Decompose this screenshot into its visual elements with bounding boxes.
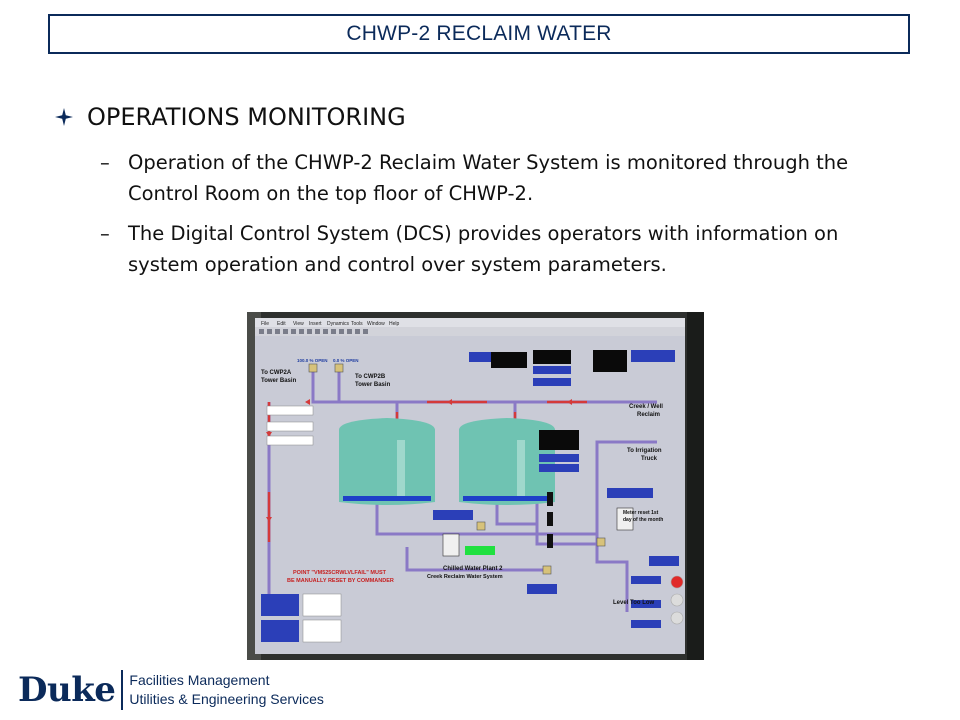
screen-label: 100.0 % OPEN (297, 358, 328, 363)
status-box[interactable] (533, 350, 571, 364)
status-box[interactable] (433, 510, 473, 520)
status-box-group[interactable] (261, 350, 679, 643)
menu-item[interactable]: Edit (277, 321, 286, 327)
slide-title-text: CHWP-2 RECLAIM WATER (346, 22, 612, 45)
bullet-item: – Operation of the CHWP-2 Reclaim Water … (100, 147, 890, 209)
status-box[interactable] (631, 600, 661, 608)
flow-meter-icon (442, 533, 460, 557)
four-point-star-icon (55, 108, 73, 126)
valve-icon[interactable] (334, 363, 344, 373)
bullet-dash: – (100, 222, 110, 245)
status-box[interactable] (631, 576, 661, 584)
valve-icon[interactable] (308, 363, 318, 373)
status-box[interactable] (607, 488, 653, 498)
screen-label: To CWP2B (355, 374, 386, 380)
flow-meter-icon (616, 507, 634, 531)
pump-group[interactable] (547, 492, 553, 548)
menu-item[interactable]: Tools (351, 321, 363, 327)
valve-group[interactable] (308, 363, 606, 575)
screen-label: Level Too Low (613, 600, 655, 606)
screen-label: POINT "VM525CRWLVLFAIL" MUST (293, 570, 387, 576)
section-heading: OPERATIONS MONITORING (55, 103, 406, 131)
alarm-light-icon[interactable] (670, 611, 684, 625)
status-box[interactable] (261, 620, 299, 642)
footer-department: Facilities Management Utilities & Engine… (129, 671, 324, 709)
slide-title: CHWP-2 RECLAIM WATER (48, 14, 910, 54)
status-box[interactable] (533, 366, 571, 374)
screen-label: day of the month (623, 517, 663, 523)
status-box[interactable] (539, 464, 579, 472)
alarm-light-icon[interactable] (670, 593, 684, 607)
pump-icon[interactable] (547, 512, 553, 526)
status-box[interactable] (539, 454, 579, 462)
alarm-indicator-group[interactable] (670, 575, 684, 625)
status-box[interactable] (527, 584, 557, 594)
storage-tank-right (459, 418, 555, 505)
footer-divider (121, 670, 124, 710)
menu-item[interactable]: Window (367, 321, 385, 327)
screen-label: Creek / Well (629, 404, 663, 410)
screen-label: Tower Basin (261, 378, 297, 384)
screen-label: 0.0 % OPEN (333, 358, 359, 363)
status-box[interactable] (266, 435, 314, 446)
status-box[interactable] (266, 421, 314, 432)
reset-warning: POINT "VM525CRWLVLFAIL" MUST BE MANUALLY… (287, 570, 394, 584)
status-box[interactable] (266, 405, 314, 416)
section-heading-text: OPERATIONS MONITORING (87, 103, 406, 131)
control-room-screen-photo: File Edit View Insert Dynamics Tools Win… (247, 312, 704, 660)
status-box[interactable] (631, 620, 661, 628)
pump-icon[interactable] (547, 534, 553, 548)
status-box[interactable] (491, 352, 527, 368)
footer-line-2: Utilities & Engineering Services (129, 691, 324, 707)
menu-item[interactable]: Help (389, 321, 400, 327)
menu-item[interactable]: Dynamics (327, 321, 349, 327)
menu-item[interactable]: File (261, 321, 269, 327)
valve-icon[interactable] (596, 537, 606, 547)
storage-tank-left (339, 418, 435, 505)
screen-labels: To CWP2A Tower Basin To CWP2B Tower Basi… (261, 358, 663, 606)
valve-icon[interactable] (476, 521, 486, 531)
status-box[interactable] (631, 350, 675, 362)
duke-wordmark: Duke (18, 670, 116, 710)
menu-item[interactable]: Insert (309, 321, 322, 327)
screen-label: Truck (641, 456, 658, 462)
screen-label: To CWP2A (261, 370, 292, 376)
bullet-dash: – (100, 151, 110, 174)
screen-label: Chilled Water Plant 2 (443, 566, 503, 572)
screen-label: Tower Basin (355, 382, 391, 388)
flow-arrows (266, 399, 572, 522)
pump-icon[interactable] (547, 492, 553, 506)
bullet-text: Operation of the CHWP-2 Reclaim Water Sy… (128, 151, 849, 205)
status-box[interactable] (469, 352, 509, 362)
menu-item[interactable]: View (293, 321, 304, 327)
status-box[interactable] (302, 619, 342, 643)
screen-label: To Irrigation (627, 448, 662, 454)
bullet-item: – The Digital Control System (DCS) provi… (100, 218, 890, 280)
status-box[interactable] (465, 546, 495, 555)
dcs-screen-illustration: File Edit View Insert Dynamics Tools Win… (247, 312, 704, 660)
screen-label: Meter reset 1st (623, 510, 659, 516)
status-box[interactable] (649, 556, 679, 566)
status-box[interactable] (261, 594, 299, 616)
footer-logo: Duke Facilities Management Utilities & E… (18, 670, 324, 710)
screen-label: BE MANUALLY RESET BY COMMANDER (287, 578, 394, 584)
alarm-light-icon[interactable] (670, 575, 684, 589)
flow-meter-group (442, 507, 634, 557)
status-box[interactable] (302, 593, 342, 617)
dcs-menu-bar[interactable]: File Edit View Insert Dynamics Tools Win… (261, 321, 400, 327)
valve-icon[interactable] (542, 565, 552, 575)
status-box[interactable] (539, 430, 579, 450)
screen-label: Creek Reclaim Water System (427, 574, 503, 580)
status-box[interactable] (533, 378, 571, 386)
screen-label: Reclaim (637, 412, 660, 418)
bullet-text: The Digital Control System (DCS) provide… (128, 222, 839, 276)
footer-line-1: Facilities Management (129, 672, 270, 688)
status-box[interactable] (593, 350, 627, 372)
